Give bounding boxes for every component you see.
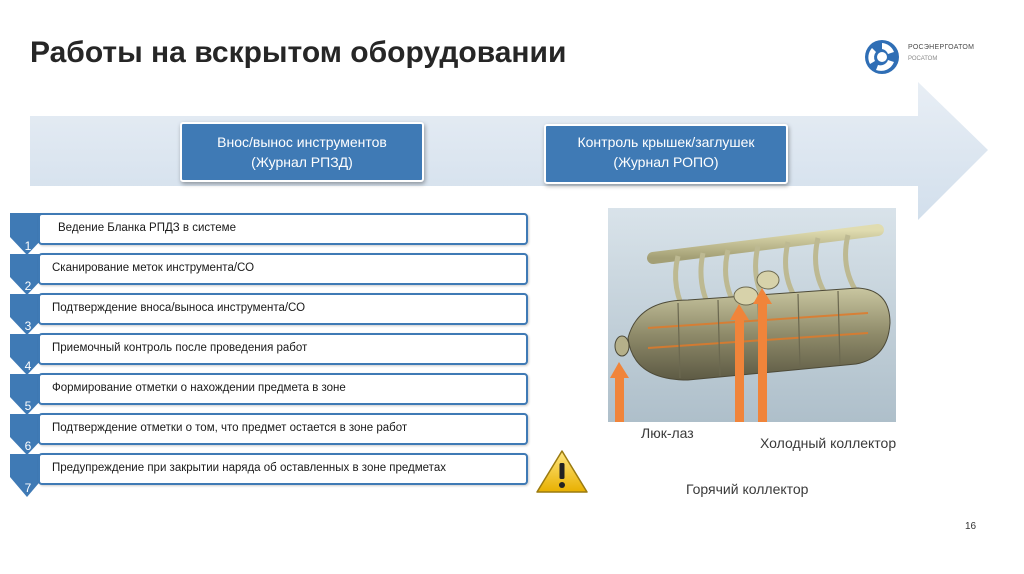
steam-generator-image xyxy=(608,208,896,422)
step-text-1: Ведение Бланка РПДЗ в системе xyxy=(58,222,236,234)
step-text-7: Предупреждение при закрытии наряда об ос… xyxy=(52,462,446,474)
step-text-6: Подтверждение отметки о том, что предмет… xyxy=(52,422,408,434)
step-chevrons xyxy=(10,213,44,497)
header-box-tools: Внос/вынос инструментов (Журнал РПЗД) xyxy=(180,122,424,182)
step-chevron-4 xyxy=(10,334,44,375)
step-text-4: Приемочный контроль после проведения раб… xyxy=(52,342,308,354)
process-arrow xyxy=(30,82,988,220)
step-chevron-3 xyxy=(10,294,44,335)
step-bar-7 xyxy=(38,453,528,485)
header-box-tools-line1: Внос/вынос инструментов xyxy=(217,134,387,150)
step-chevron-6 xyxy=(10,414,44,455)
step-bar-4 xyxy=(38,333,528,365)
header-box-covers: Контроль крышек/заглушек (Журнал РОПО) xyxy=(544,124,788,184)
step-number-3: 3 xyxy=(24,319,32,333)
step-text-2: Сканирование меток инструмента/СО xyxy=(52,262,255,274)
step-number-6: 6 xyxy=(24,439,32,453)
page-title: Работы на вскрытом оборудовании xyxy=(30,36,567,69)
step-bar-1 xyxy=(38,213,528,245)
header-box-covers-line2: (Журнал РОПО) xyxy=(613,154,719,170)
step-chevron-2 xyxy=(10,254,44,295)
step-number-2: 2 xyxy=(24,279,32,293)
steam-generator-illustration xyxy=(608,208,896,422)
step-number-4: 4 xyxy=(24,359,32,373)
step-chevron-7 xyxy=(10,454,44,497)
step-bar-6 xyxy=(38,413,528,445)
step-number-7: 7 xyxy=(24,481,32,495)
logo-line1: РОСЭНЕРГОАТОМ xyxy=(908,44,975,51)
step-number-5: 5 xyxy=(24,399,32,413)
page-number: 16 xyxy=(965,521,977,532)
logo-line2: РОСАТОМ xyxy=(908,56,938,62)
rosatom-logo-icon xyxy=(865,40,899,74)
step-text-5: Формирование отметки о нахождении предме… xyxy=(52,382,346,394)
step-chevron-5 xyxy=(10,374,44,415)
step-bar-5 xyxy=(38,373,528,405)
cold-collector-label: Холодный коллектор xyxy=(760,435,897,451)
warning-icon xyxy=(536,450,588,493)
step-number-1: 1 xyxy=(24,239,32,253)
step-chevron-1 xyxy=(10,213,44,255)
header-box-covers-line1: Контроль крышек/заглушек xyxy=(577,134,755,150)
step-text-3: Подтверждение вноса/выноса инструмента/С… xyxy=(52,302,306,314)
manhole-label: Люк-лаз xyxy=(641,425,694,441)
company-logo: РОСЭНЕРГОАТОМ РОСАТОМ xyxy=(862,38,992,76)
hot-collector-label: Горячий коллектор xyxy=(686,481,809,497)
step-bar-3 xyxy=(38,293,528,325)
header-box-tools-line2: (Журнал РПЗД) xyxy=(251,154,353,170)
step-bar-2 xyxy=(38,253,528,285)
